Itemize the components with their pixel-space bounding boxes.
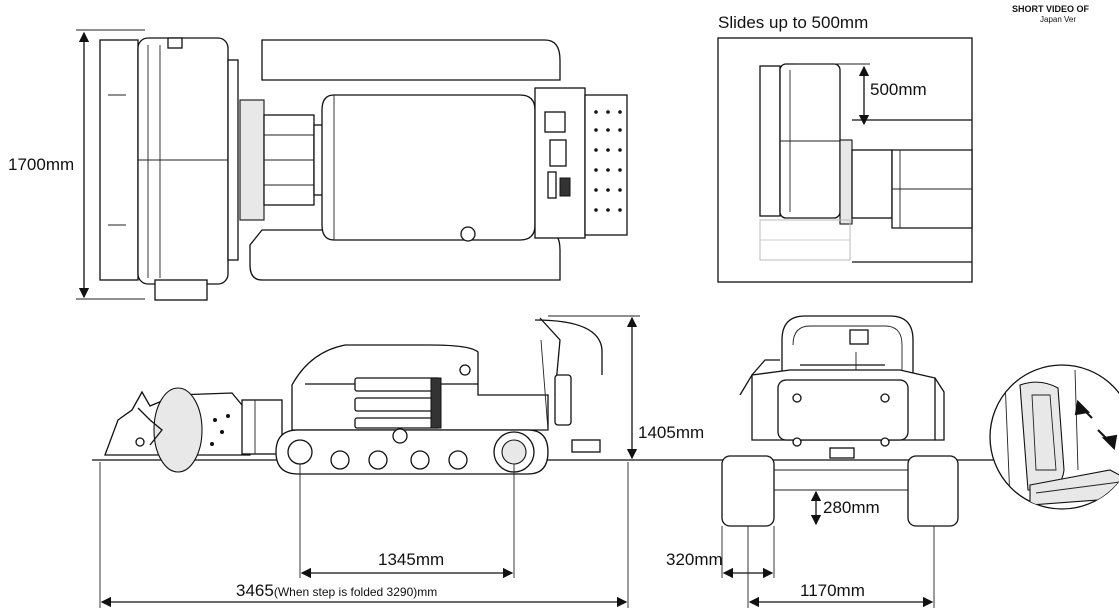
overall-length-dimension-label: 3465(When step is folded 3290)mm bbox=[236, 581, 437, 600]
arrow-up-left-icon bbox=[1074, 399, 1093, 419]
side-view: 1405mm 1345mm 3465(When step is folded 3… bbox=[99, 315, 704, 608]
slide-dimension-label: 500mm bbox=[870, 80, 927, 99]
wheelbase-dimension-label: 1345mm bbox=[378, 550, 444, 569]
height-dimension-label: 1405mm bbox=[638, 423, 704, 442]
corner-title: SHORT VIDEO OF bbox=[1012, 4, 1090, 14]
arrow-down-right-icon bbox=[1097, 429, 1118, 451]
ground-clearance-dimension-label: 280mm bbox=[823, 498, 880, 517]
inset-title: Slides up to 500mm bbox=[718, 13, 868, 32]
track-gauge-dimension-label: 1170mm bbox=[800, 581, 865, 600]
rear-view: 280mm 320mm 1170mm bbox=[666, 315, 959, 608]
panel-dots bbox=[594, 110, 622, 212]
step-detail bbox=[989, 364, 1119, 510]
top-view: 1700mm bbox=[8, 29, 628, 301]
width-dimension-label: 1700mm bbox=[8, 155, 74, 174]
track-width-dimension-label: 320mm bbox=[666, 550, 723, 569]
corner-subtitle: Japan Ver bbox=[1040, 15, 1076, 24]
slide-inset: Slides up to 500mm 500mm bbox=[717, 13, 973, 283]
